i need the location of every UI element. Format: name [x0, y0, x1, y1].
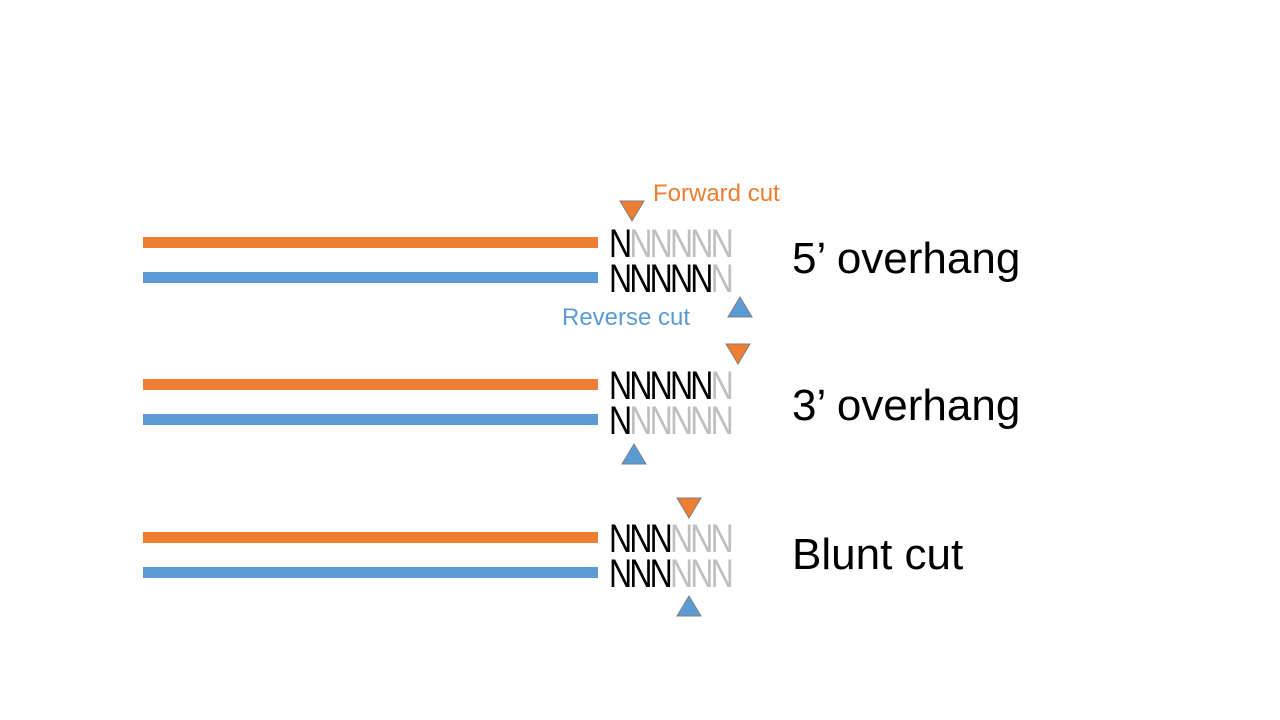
forward-strand-1 — [143, 237, 598, 248]
row-label-3-overhang: 3’ overhang — [792, 381, 1021, 430]
reverse-strand-2 — [143, 414, 598, 425]
forward-sequence-2: NNNNNN — [609, 364, 734, 408]
nucleotide: N — [629, 517, 652, 561]
row-label-blunt-cut: Blunt cut — [792, 530, 964, 579]
nucleotide: N — [649, 364, 673, 408]
reverse-strand-3 — [143, 567, 598, 578]
nucleotide: N — [649, 517, 673, 561]
nucleotide: N — [629, 399, 652, 443]
reverse-cut-marker-3 — [676, 595, 702, 617]
forward-sequence-1: NNNNNN — [609, 222, 734, 266]
nucleotide: N — [690, 517, 713, 561]
nucleotide: N — [609, 552, 632, 596]
nucleotide: N — [649, 257, 673, 301]
forward-cut-marker-2 — [725, 343, 751, 365]
nucleotide: N — [710, 517, 734, 561]
reverse-strand-1 — [143, 272, 598, 283]
reverse-sequence-3: NNNNNN — [609, 552, 734, 596]
nucleotide: N — [609, 364, 632, 408]
nucleotide: N — [669, 257, 693, 301]
nucleotide: N — [669, 364, 693, 408]
nucleotide: N — [629, 257, 652, 301]
nucleotide: N — [690, 222, 713, 266]
nucleotide: N — [690, 399, 713, 443]
reverse-cut-marker-2 — [621, 443, 647, 465]
nucleotide: N — [649, 222, 673, 266]
nucleotide: N — [710, 399, 734, 443]
reverse-sequence-1: NNNNNN — [609, 257, 734, 301]
nucleotide: N — [710, 552, 734, 596]
reverse-cut-marker-1 — [727, 296, 753, 318]
nucleotide: N — [609, 517, 632, 561]
forward-strand-3 — [143, 532, 598, 543]
nucleotide: N — [609, 222, 632, 266]
reverse-sequence-2: NNNNNN — [609, 399, 734, 443]
nucleotide: N — [669, 552, 693, 596]
nucleotide: N — [609, 257, 632, 301]
nucleotide: N — [629, 552, 652, 596]
nucleotide: N — [710, 222, 734, 266]
nucleotide: N — [629, 222, 652, 266]
nucleotide: N — [710, 257, 734, 301]
reverse-cut-label: Reverse cut — [562, 304, 691, 331]
forward-cut-marker-3 — [676, 497, 702, 519]
forward-cut-label: Forward cut — [653, 180, 780, 207]
nucleotide: N — [669, 399, 693, 443]
row-label-5-overhang: 5’ overhang — [792, 234, 1021, 283]
nucleotide: N — [690, 552, 713, 596]
nucleotide: N — [669, 222, 693, 266]
nucleotide: N — [649, 399, 673, 443]
forward-sequence-3: NNNNNN — [609, 517, 734, 561]
nucleotide: N — [669, 517, 693, 561]
nucleotide: N — [649, 552, 673, 596]
forward-cut-marker-1 — [619, 200, 645, 222]
nucleotide: N — [710, 364, 734, 408]
nucleotide: N — [690, 364, 713, 408]
nucleotide: N — [690, 257, 713, 301]
nucleotide: N — [629, 364, 652, 408]
nucleotide: N — [609, 399, 632, 443]
forward-strand-2 — [143, 379, 598, 390]
